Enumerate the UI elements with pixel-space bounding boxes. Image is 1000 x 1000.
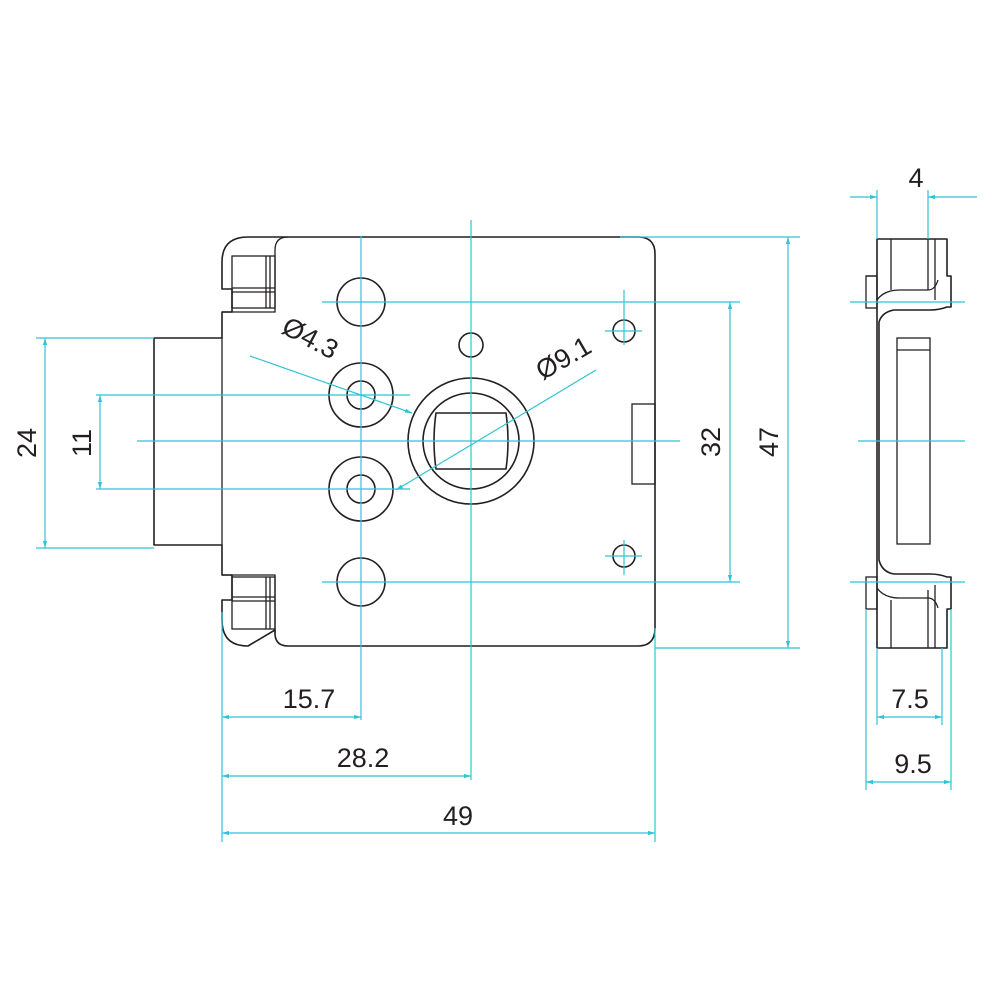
plate-edge-lower [222,574,276,633]
label-24: 24 [12,428,42,458]
label-7-5: 7.5 [891,684,929,714]
label-49: 49 [443,801,473,831]
label-47: 47 [754,427,784,457]
label-9-5: 9.5 [894,749,932,779]
right-dimensions [620,236,800,649]
plate-edge [222,236,289,313]
latch-block-top [231,255,276,309]
label-dia-4-3: Ø4.3 [277,311,343,365]
label-15-7: 15.7 [283,684,336,714]
label-dia-9-1: Ø9.1 [531,331,597,386]
bottom-dimensions [221,612,656,842]
front-centerlines [96,220,740,780]
side-view [865,238,952,649]
side-profile-outline [876,238,952,649]
bolt-slot [631,403,656,485]
side-dimensions [850,190,977,790]
latch-block-bottom [231,576,276,630]
label-11: 11 [67,429,97,457]
label-28-2: 28.2 [337,743,390,773]
dimension-labels: Ø4.3 Ø9.1 24 11 32 47 15.7 28.2 49 4 7.5… [12,163,932,831]
diameter-leaders [249,355,597,491]
label-32: 32 [696,427,726,457]
key-slot [433,412,509,470]
left-dimensions [36,337,154,549]
label-4: 4 [908,163,923,193]
